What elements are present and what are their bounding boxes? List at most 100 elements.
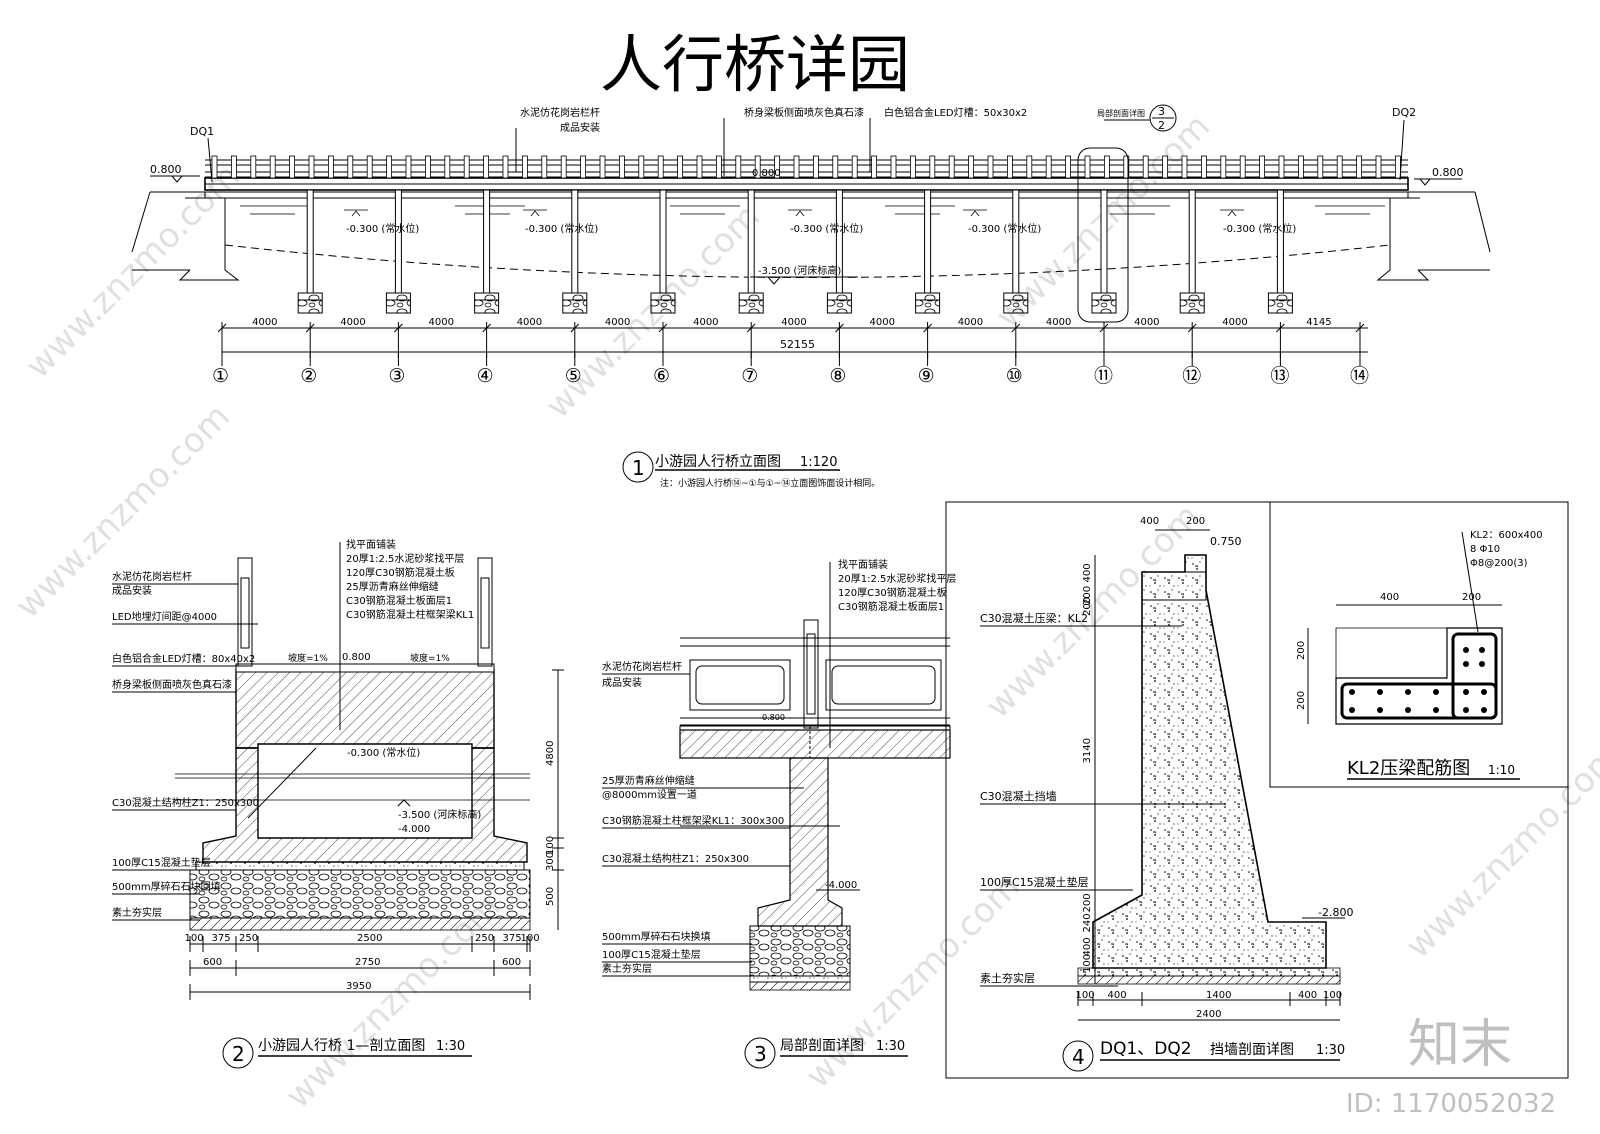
column-footing bbox=[757, 757, 843, 927]
railing-post bbox=[871, 155, 877, 179]
water-triangle bbox=[530, 210, 540, 217]
railing-post bbox=[948, 155, 955, 179]
detail-ref-circle bbox=[1149, 104, 1177, 132]
span-length: 4000 bbox=[1222, 317, 1247, 328]
kl2-spec: KL2：600x400 bbox=[1470, 530, 1543, 541]
railing-post bbox=[444, 155, 451, 179]
pier-footing bbox=[385, 292, 411, 314]
detail-ref-sheet: 2 bbox=[1158, 119, 1165, 132]
water-lines bbox=[240, 205, 1385, 217]
s1-elev-base: -4.000 bbox=[398, 824, 430, 835]
caption-circle-1 bbox=[622, 451, 654, 483]
section1-scale: 1:30 bbox=[436, 1039, 465, 1054]
caption-number-2: 2 bbox=[232, 1042, 245, 1066]
rebar bbox=[1349, 707, 1355, 713]
section1-note: 20厚1:2.5水泥砂浆找平层 bbox=[346, 552, 464, 565]
dim-slash bbox=[1355, 323, 1365, 333]
wall-total-dim: 2400 bbox=[1196, 1009, 1221, 1020]
hdim-value: 250 bbox=[475, 933, 494, 944]
section2-caption: 局部剖面详图 bbox=[780, 1038, 864, 1054]
section2-label: 成品安装 bbox=[602, 676, 642, 689]
span-length: 4000 bbox=[958, 317, 983, 328]
water-level-1: -0.300 (常水位) bbox=[346, 222, 419, 235]
kl2-cap-beam bbox=[1141, 571, 1207, 601]
axis-label: ② bbox=[300, 365, 317, 387]
railing-post bbox=[250, 155, 257, 179]
section2-label: 25厚沥青麻丝伸缩缝 bbox=[602, 774, 695, 787]
railing-post bbox=[463, 155, 470, 179]
section2-note: C30钢筋混凝土板面层1 bbox=[838, 600, 944, 613]
right-abutment bbox=[1376, 191, 1475, 281]
kl2-outline bbox=[1335, 627, 1503, 725]
kl2-bars bbox=[1349, 647, 1487, 713]
dim-slash bbox=[482, 323, 491, 333]
railing-post bbox=[560, 155, 567, 179]
railing-post bbox=[386, 155, 393, 179]
water-triangle bbox=[970, 210, 980, 217]
rebar bbox=[1463, 647, 1469, 653]
span-length: 4000 bbox=[1134, 317, 1159, 328]
railing-post bbox=[910, 155, 916, 179]
rebar bbox=[1481, 689, 1487, 695]
railing-post-right bbox=[477, 557, 493, 667]
caption-number-4: 4 bbox=[1072, 1045, 1085, 1069]
railing-post bbox=[638, 155, 645, 179]
vdim-value: 500 bbox=[545, 887, 556, 906]
pier-column bbox=[483, 189, 491, 294]
section1-note: 25厚沥青麻丝伸缩缝 bbox=[346, 580, 439, 593]
water-triangle bbox=[1227, 210, 1237, 217]
slope-left: 坡度=1% bbox=[288, 652, 328, 664]
wall-label: C30混凝土压梁：KL2 bbox=[980, 611, 1088, 625]
wall-detail-frame bbox=[945, 501, 1569, 1079]
pier-column bbox=[1100, 189, 1108, 294]
section1-label: 桥身梁板侧面喷灰色真石漆 bbox=[112, 678, 232, 691]
section1-label: 500mm厚碎石石块回填 bbox=[112, 880, 221, 893]
dim-slash bbox=[746, 323, 756, 333]
section2-label: C30钢筋混凝土柱框架梁KL1：300x300 bbox=[602, 814, 784, 827]
s2-elev-base: -4.000 bbox=[825, 880, 857, 891]
watermark-brand: 知末 bbox=[1408, 1015, 1512, 1075]
wall-soil bbox=[1077, 975, 1341, 985]
railing-sub-label: 成品安装 bbox=[560, 121, 600, 134]
pier-footing bbox=[738, 292, 764, 314]
wall-vdim: 200 bbox=[1082, 586, 1093, 605]
railing-post bbox=[754, 155, 761, 179]
rebar bbox=[1463, 661, 1469, 667]
pier-column bbox=[306, 189, 314, 294]
railing-post bbox=[677, 155, 683, 179]
gravel-fill bbox=[189, 869, 531, 919]
kl2-dim: 200 bbox=[1296, 691, 1307, 710]
rebar bbox=[1481, 707, 1487, 713]
caption-number-1: 1 bbox=[632, 456, 645, 480]
wall-vdim: 200 bbox=[1082, 893, 1093, 912]
railing-post bbox=[1181, 155, 1188, 179]
span-length: 4000 bbox=[781, 317, 806, 328]
dim-slash bbox=[923, 323, 932, 333]
riverbed-level: -3.500 (河床标高) bbox=[758, 264, 841, 277]
dim-slash bbox=[570, 323, 580, 333]
axis-label: ③ bbox=[388, 365, 405, 387]
rebar bbox=[1463, 689, 1469, 695]
railing-post bbox=[1278, 155, 1285, 179]
railing-post bbox=[541, 155, 548, 179]
piers bbox=[297, 189, 1293, 314]
left-abutment bbox=[150, 191, 240, 281]
wall-cushion bbox=[1077, 967, 1341, 977]
railing-post bbox=[619, 155, 625, 179]
bridge-cross-section: 找平面铺装20厚1:2.5水泥砂浆找平层120厚C30钢筋混凝土板25厚沥青麻丝… bbox=[112, 538, 564, 1069]
railing-post bbox=[424, 155, 431, 179]
railing-post bbox=[1142, 155, 1149, 179]
hdim-value: 2500 bbox=[357, 933, 382, 944]
section2-note: 找平面铺装 bbox=[838, 558, 888, 571]
s1-elev-top: 0.800 bbox=[342, 652, 371, 663]
axis-label: ⑬ bbox=[1270, 365, 1289, 387]
pier-column bbox=[659, 189, 667, 294]
wall-top-dim: 200 bbox=[1186, 516, 1205, 527]
dim-slash bbox=[217, 323, 227, 333]
railing-post bbox=[1104, 155, 1110, 179]
wall-caption-b: 挡墙剖面详图 bbox=[1210, 1042, 1294, 1058]
railing-post bbox=[347, 155, 354, 179]
rebar bbox=[1433, 707, 1439, 713]
